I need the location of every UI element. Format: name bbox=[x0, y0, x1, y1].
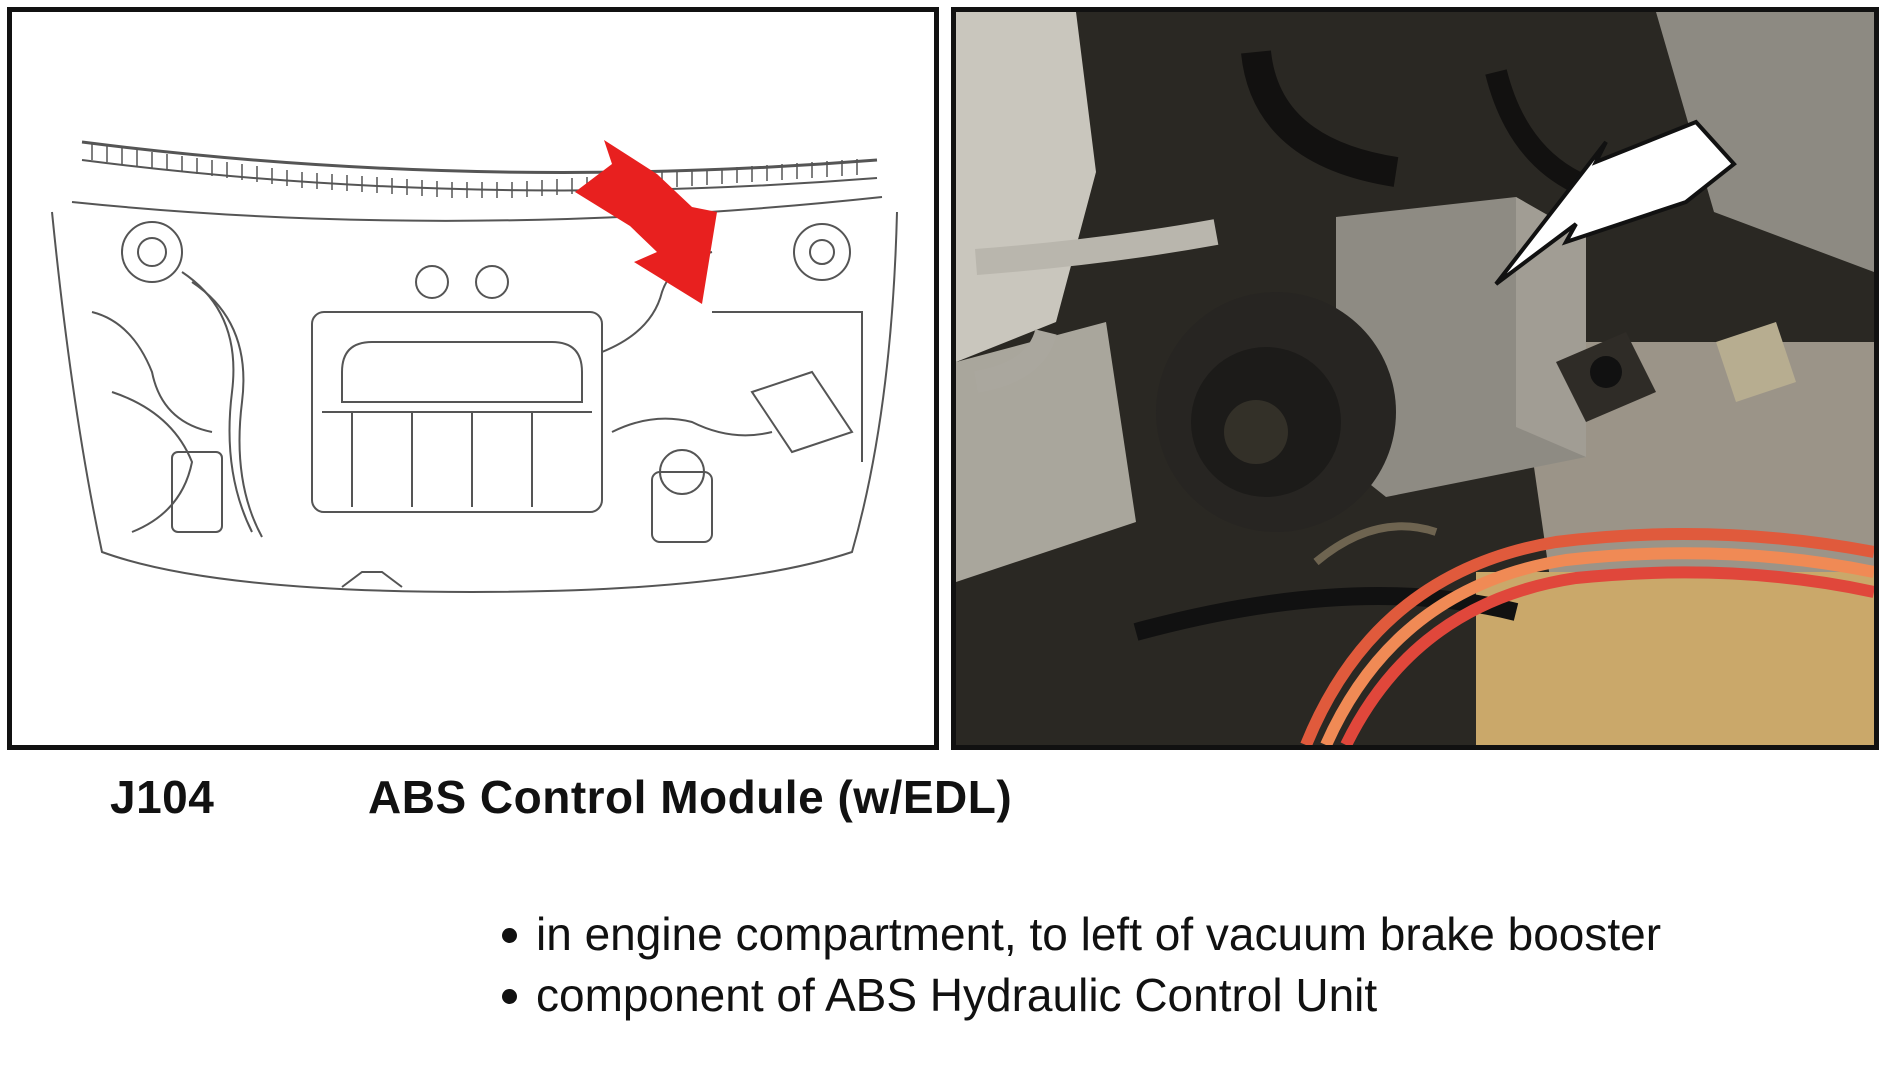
engine-bay-drawing bbox=[51, 140, 898, 594]
list-item: component of ABS Hydraulic Control Unit bbox=[500, 965, 1700, 1026]
component-title: ABS Control Module (w/EDL) bbox=[368, 771, 1013, 823]
component-code: J104 bbox=[110, 771, 215, 823]
red-arrow-icon bbox=[575, 140, 717, 304]
abs-unit-photo bbox=[951, 7, 1879, 750]
note-text: component of ABS Hydraulic Control Unit bbox=[536, 969, 1378, 1021]
bullet-icon bbox=[502, 989, 517, 1004]
bullet-icon bbox=[502, 928, 517, 943]
abs-unit-photo-drawing bbox=[956, 12, 1874, 745]
white-arrow-icon bbox=[1494, 119, 1737, 286]
location-notes: in engine compartment, to left of vacuum… bbox=[500, 904, 1700, 1026]
engine-bay-diagram bbox=[7, 7, 939, 750]
list-item: in engine compartment, to left of vacuum… bbox=[500, 904, 1700, 965]
note-text: in engine compartment, to left of vacuum… bbox=[536, 908, 1662, 960]
